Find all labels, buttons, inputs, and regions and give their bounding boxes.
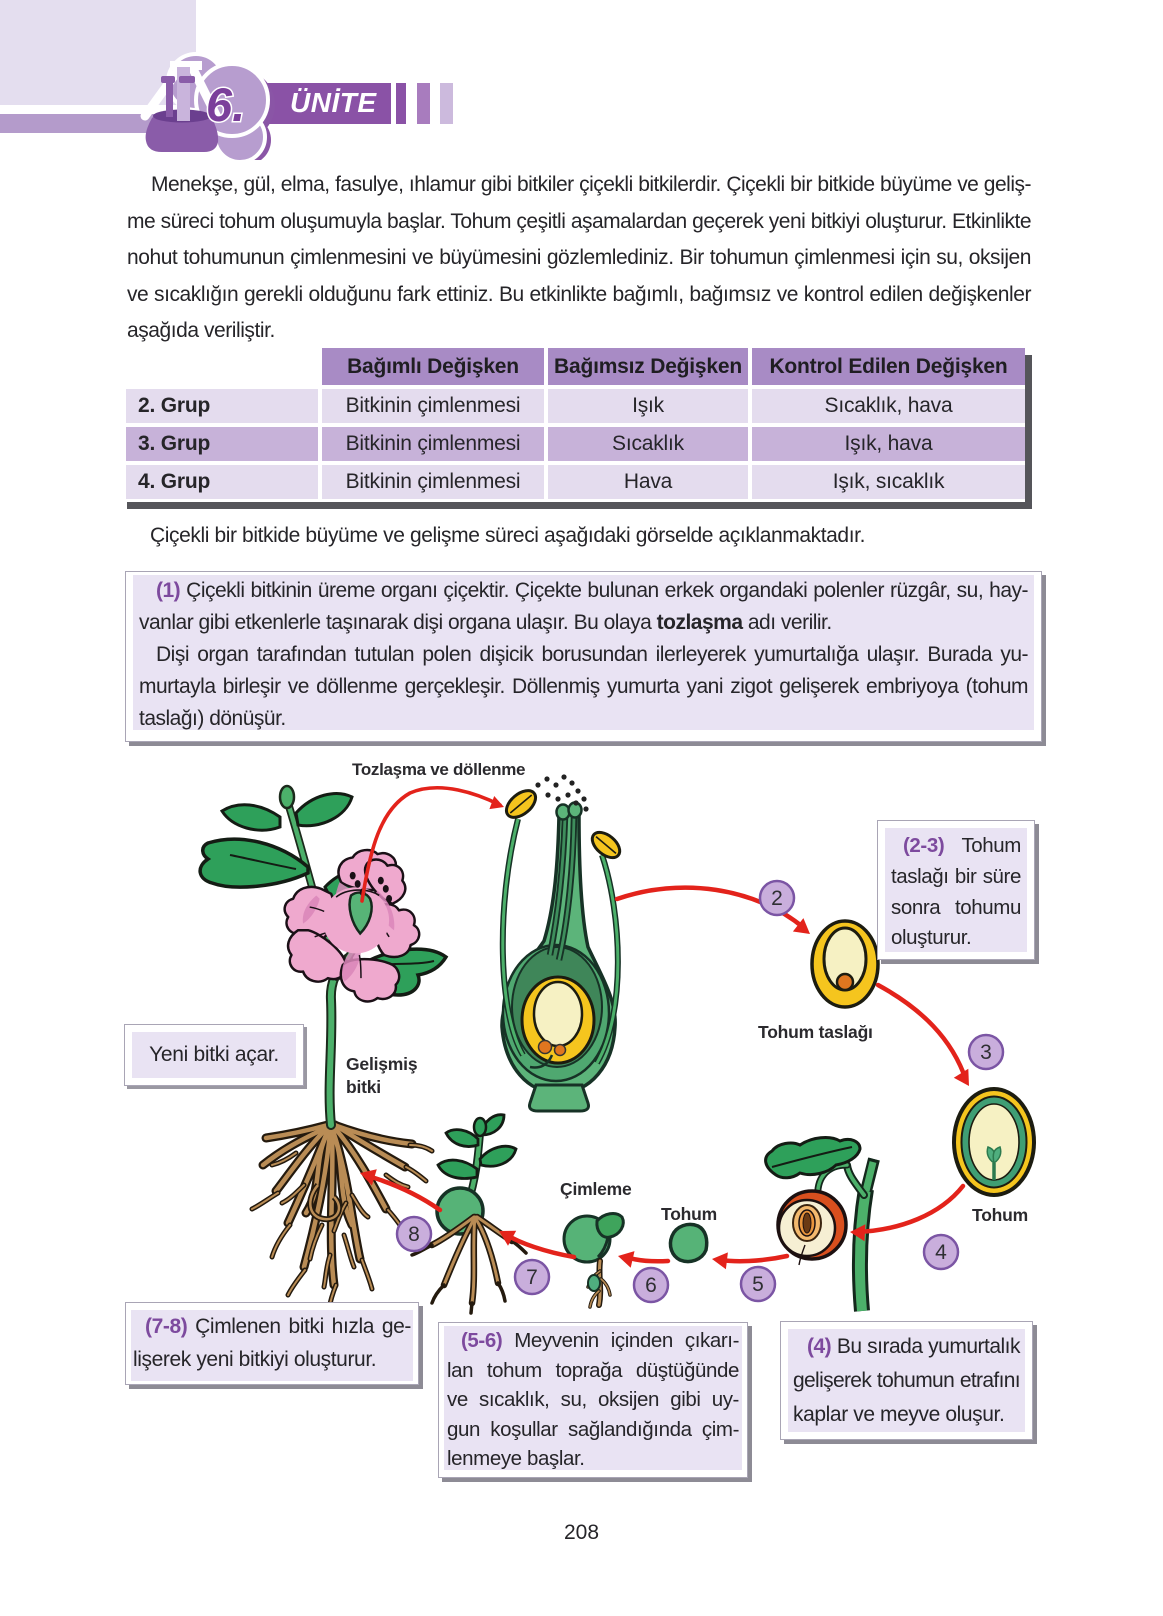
svg-text:8: 8 xyxy=(408,1223,420,1246)
svg-text:2: 2 xyxy=(771,887,783,910)
svg-text:7: 7 xyxy=(526,1266,538,1289)
svg-text:6: 6 xyxy=(645,1274,657,1297)
svg-text:4: 4 xyxy=(935,1241,947,1264)
svg-text:6.: 6. xyxy=(206,78,245,131)
svg-text:5: 5 xyxy=(752,1273,764,1296)
svg-text:3: 3 xyxy=(980,1041,992,1064)
